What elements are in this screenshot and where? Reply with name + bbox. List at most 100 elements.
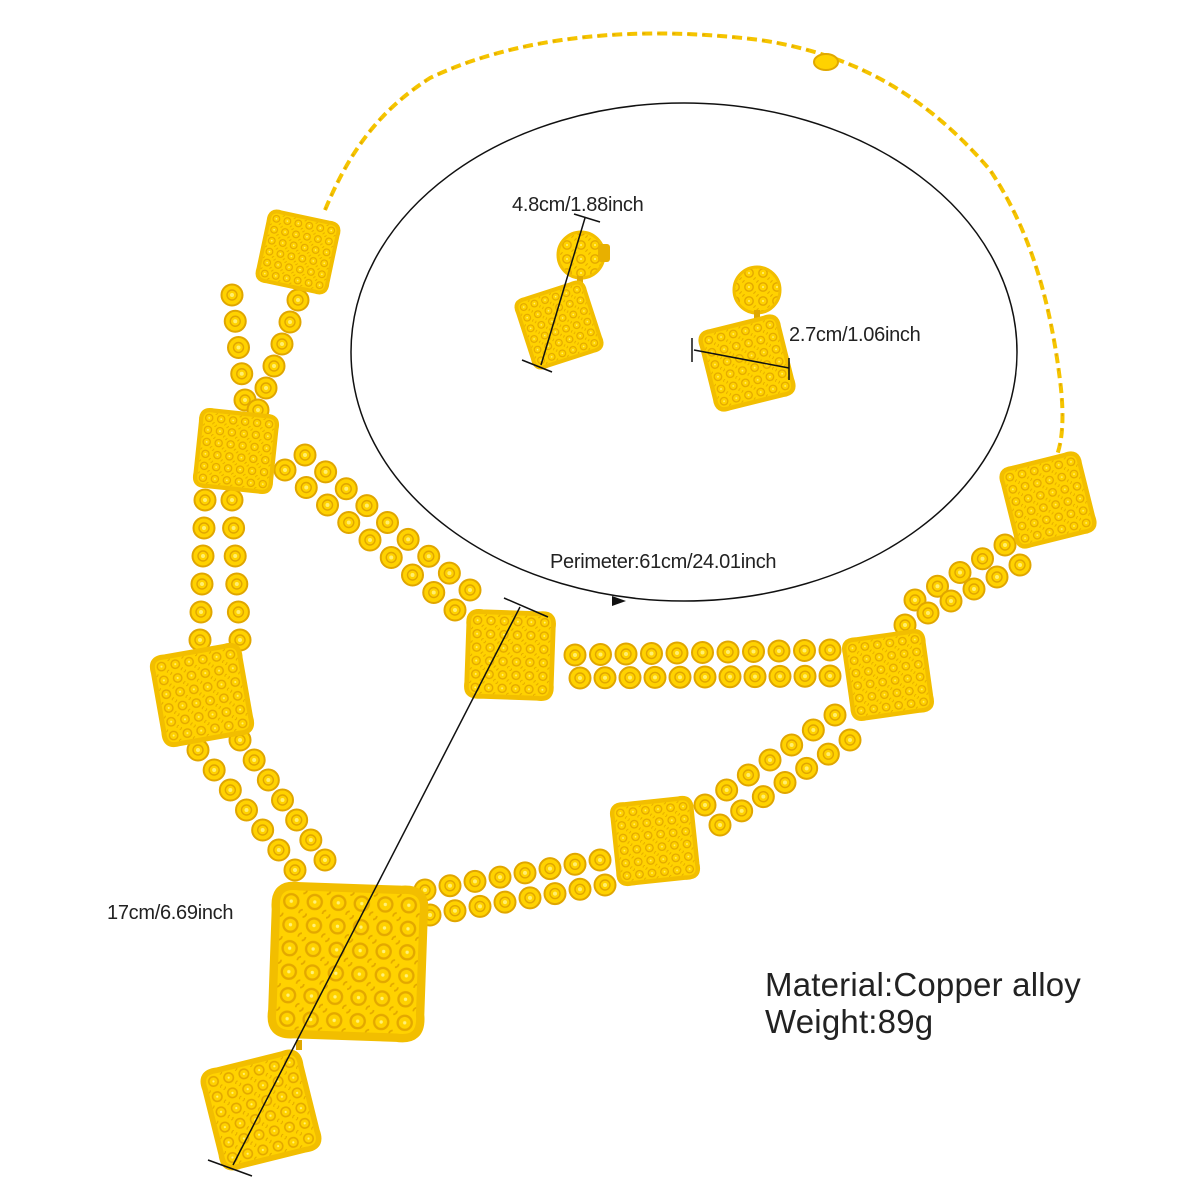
coin-link — [768, 664, 792, 688]
coin-link — [256, 768, 280, 792]
coin-link — [518, 886, 542, 910]
coin-link — [376, 511, 399, 534]
coin-link — [693, 793, 717, 817]
necklace-links — [186, 283, 1032, 927]
coin-link — [708, 813, 732, 837]
coin-link — [443, 598, 467, 622]
coin-link — [589, 643, 612, 666]
coin-link — [767, 639, 791, 663]
coin-link — [513, 861, 537, 885]
coin-link — [226, 600, 250, 624]
coin-link — [285, 808, 309, 832]
coin-link — [718, 665, 742, 689]
coin-link — [751, 785, 775, 809]
coin-link — [758, 748, 782, 772]
earring-length-label: 4.8cm/1.88inch — [512, 194, 644, 216]
coin-link — [314, 460, 338, 484]
coin-link — [568, 877, 592, 901]
coin-link — [716, 640, 740, 664]
coin-link — [294, 476, 318, 499]
coin-link — [190, 572, 214, 596]
coin-link — [270, 332, 294, 356]
earring-width-label: 2.7cm/1.06inch — [789, 324, 921, 346]
coin-link — [192, 516, 216, 540]
coin-link — [443, 899, 467, 923]
coin-link — [618, 666, 642, 690]
coin-link — [816, 742, 840, 766]
coin-link — [313, 848, 337, 872]
coin-link — [299, 828, 323, 852]
coin-link — [593, 666, 617, 690]
measurement-lines — [207, 213, 790, 1177]
perimeter-label: Perimeter:61cm/24.01inch — [550, 551, 777, 573]
coin-link — [267, 838, 291, 862]
coin-link — [316, 493, 339, 517]
pendant-drop-line — [232, 606, 521, 1166]
coin-link — [218, 778, 242, 802]
coin-link — [801, 718, 825, 742]
coin-link — [588, 848, 612, 872]
coin-link — [286, 288, 310, 312]
coin-link — [337, 511, 361, 534]
coin-link — [242, 748, 266, 772]
coin-link — [278, 310, 302, 334]
coin-link — [468, 894, 492, 918]
coin-link — [262, 354, 286, 378]
coin-link — [730, 799, 754, 823]
coin-link — [818, 664, 842, 688]
coin-link — [773, 771, 797, 794]
coin-link — [962, 577, 986, 601]
coin-link — [191, 544, 215, 568]
necklace-chain — [323, 31, 1065, 461]
earring-left — [514, 230, 610, 370]
coin-link — [334, 477, 358, 501]
coin-link — [401, 563, 424, 587]
coin-link — [222, 516, 246, 540]
coin-link — [691, 641, 714, 664]
coin-link — [437, 561, 461, 585]
coin-link — [193, 488, 217, 512]
coin-link — [220, 488, 244, 512]
coin-link — [838, 728, 862, 752]
coin-link — [640, 642, 663, 665]
coin-link — [202, 758, 226, 782]
filigree-pendants — [151, 210, 1096, 1170]
coin-link — [271, 788, 294, 812]
coin-link — [293, 443, 317, 467]
coin-link — [458, 578, 482, 602]
coin-link — [538, 857, 562, 881]
coin-link — [971, 547, 994, 571]
coin-link — [396, 527, 420, 551]
coin-link — [793, 639, 816, 662]
coin-link — [742, 640, 765, 663]
coin-link — [417, 544, 441, 568]
coin-link — [355, 494, 379, 518]
coin-link — [493, 890, 517, 914]
perimeter-indicator — [350, 102, 1018, 606]
material-label: Material:Copper alloy — [765, 966, 1082, 1003]
weight-label: Weight:89g — [765, 1003, 934, 1040]
coin-link — [438, 874, 462, 898]
coin-link — [235, 798, 258, 822]
coin-link — [543, 882, 567, 906]
coin-link — [780, 733, 804, 757]
coin-link — [189, 600, 213, 624]
coin-link — [643, 665, 667, 689]
coin-link — [230, 362, 254, 386]
coin-link — [993, 533, 1017, 557]
coin-link — [463, 869, 487, 893]
coin-link — [251, 818, 275, 842]
coin-link — [283, 858, 307, 882]
earring-width-line — [693, 349, 790, 369]
coin-link — [225, 572, 249, 596]
coin-link — [665, 641, 689, 665]
coin-link — [358, 528, 382, 552]
coin-link — [668, 665, 692, 689]
coin-link — [793, 664, 817, 688]
coin-link — [254, 376, 278, 400]
coin-link — [818, 638, 842, 662]
coin-link — [223, 309, 247, 333]
coin-link — [743, 665, 767, 689]
earring-length-line — [540, 217, 586, 366]
